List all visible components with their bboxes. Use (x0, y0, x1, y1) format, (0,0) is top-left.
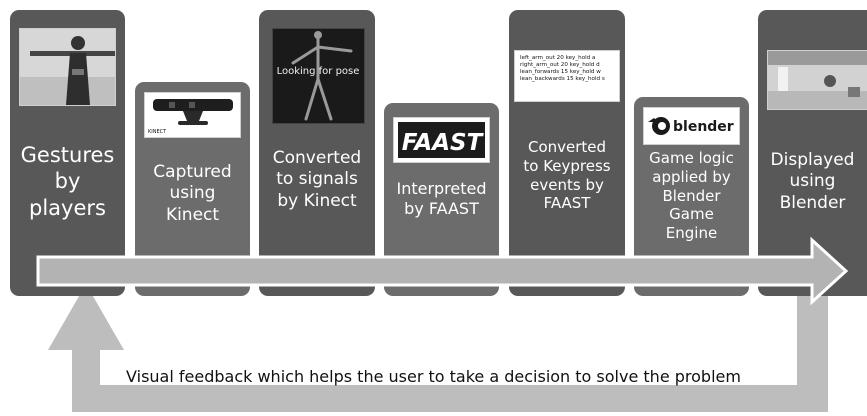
skeleton-pose-icon: Looking for pose (273, 29, 364, 123)
blender-logo-icon: blender (648, 117, 734, 135)
kinect-image: KINECT (144, 92, 241, 138)
skeleton-image: Looking for pose (272, 28, 365, 124)
kinect-sensor-icon: KINECT (148, 99, 233, 135)
keymap-text-box: left_arm_out 20 key_hold a right_arm_out… (514, 50, 620, 102)
faast-logo-frame: FAAST (393, 117, 490, 163)
step-label-displayed: Displayed using Blender (770, 150, 855, 213)
player-photo (19, 28, 116, 106)
process-flow-arrow-shape (36, 236, 849, 306)
step-label-signals: Converted to signals by Kinect (272, 148, 362, 211)
keymap-line: left_arm_out 20 key_hold a (520, 55, 596, 61)
step-card-gestures: Gestures by players (10, 10, 125, 296)
keymap-line: lean_forwards 15 key_hold w (520, 69, 601, 75)
blender-logo-frame: blender (643, 107, 740, 145)
step-label-interpreted: Interpreted by FAAST (396, 179, 487, 218)
pose-text: Looking for pose (277, 66, 360, 77)
step-label-gestures: Gestures by players (20, 143, 115, 220)
step-label-captured: Captured using Kinect (153, 162, 232, 225)
step-label-game-logic: Game logic applied by Blender Game Engin… (649, 149, 734, 242)
faast-logo-icon: FAAST (398, 122, 485, 158)
feedback-caption: Visual feedback which helps the user to … (126, 367, 741, 386)
step-card-signals: Looking for pose Converted to signals by… (259, 10, 375, 296)
keymap-text-icon: left_arm_out 20 key_hold a right_arm_out… (515, 51, 619, 87)
keymap-line: lean_backwards 15 key_hold s (520, 76, 605, 82)
step-card-keypress: left_arm_out 20 key_hold a right_arm_out… (509, 10, 625, 296)
game-screenshot (767, 50, 867, 110)
person-photo-icon (20, 29, 115, 105)
kinect-logo-text: KINECT (148, 129, 167, 135)
faast-logo-text: FAAST (402, 130, 485, 156)
blender-logo-text: blender (673, 119, 734, 135)
feedback-arrow-shape (48, 284, 828, 412)
step-label-keypress: Converted to Keypress events by FAAST (523, 138, 611, 213)
game-scene-icon (768, 51, 867, 109)
keymap-line: right_arm_out 20 key_hold d (520, 62, 600, 68)
